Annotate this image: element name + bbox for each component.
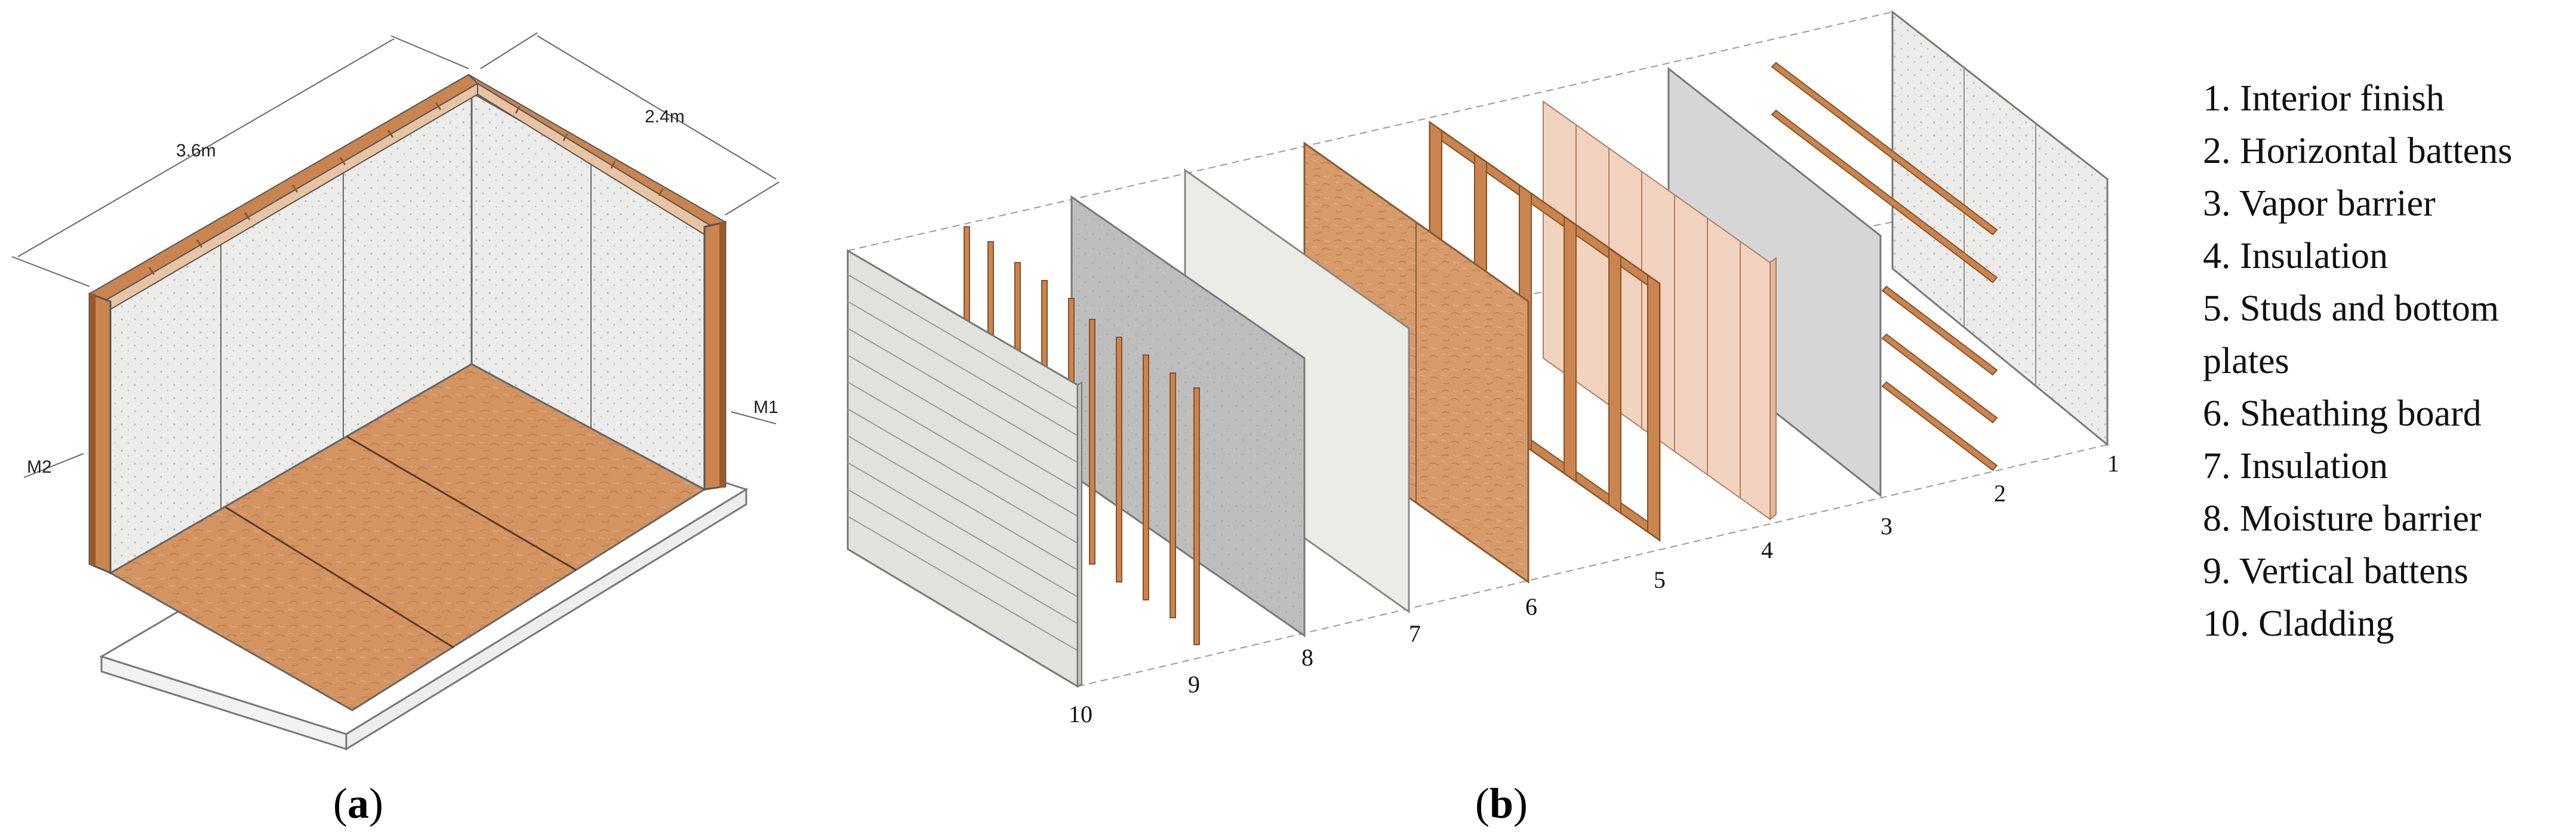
legend-item: 4. Insulation xyxy=(2203,236,2388,276)
layer-number-6: 6 xyxy=(1525,593,1537,620)
wall-end-right-layer xyxy=(719,222,725,488)
legend-item: 1. Interior finish xyxy=(2203,78,2445,119)
legend-item: 9. Vertical battens xyxy=(2203,551,2469,591)
layer-number-1: 1 xyxy=(2107,450,2119,477)
layer-2-horizontal-battens xyxy=(1771,61,1998,472)
layer-number-7: 7 xyxy=(1409,620,1421,647)
floor-seam-1 xyxy=(220,503,454,649)
legend-item: 3. Vapor barrier xyxy=(2203,183,2436,224)
base-slab-side xyxy=(345,488,747,751)
dimension-lines xyxy=(11,32,780,478)
marker-m2-label: M2 xyxy=(27,457,52,477)
legend: 1. Interior finish 2. Horizontal battens… xyxy=(2203,78,2512,644)
dimension-length-label: 3.6m xyxy=(176,141,216,161)
dimension-width-label: 2.4m xyxy=(645,107,685,127)
panel-b-caption: (b) xyxy=(1475,779,1528,827)
floor-seam-2 xyxy=(340,432,577,571)
layer-number-8: 8 xyxy=(1301,644,1313,671)
panel-a-room-model: 3.6m 2.4m M2 M1 (a) xyxy=(11,32,780,827)
layer-number-9: 9 xyxy=(1188,671,1200,698)
layer-number-2: 2 xyxy=(1994,480,2006,507)
legend-item: 8. Moisture barrier xyxy=(2203,498,2482,539)
wall-end-left-layer xyxy=(90,294,96,565)
layer-number-3: 3 xyxy=(1881,513,1892,540)
layer-number-10: 10 xyxy=(1069,701,1092,728)
layer-9-vertical-battens xyxy=(964,226,1200,645)
legend-item: 7. Insulation xyxy=(2203,446,2388,486)
panel-b-exploded-wall: 1 2 3 4 5 6 7 8 9 10 (b) xyxy=(847,10,2119,827)
marker-m1-label: M1 xyxy=(753,398,778,417)
legend-item: 10. Cladding xyxy=(2203,603,2394,644)
legend-item: 5. Studs and bottom xyxy=(2203,288,2499,329)
legend-item: 6. Sheathing board xyxy=(2203,393,2482,434)
legend-item: 2. Horizontal battens xyxy=(2203,131,2512,171)
top-edge-studs xyxy=(148,102,664,275)
layer-number-5: 5 xyxy=(1654,566,1666,593)
layer-1-interior-finish xyxy=(1891,10,2109,447)
legend-item: plates xyxy=(2203,341,2289,381)
layer-number-4: 4 xyxy=(1761,537,1773,563)
layer-10-cladding xyxy=(847,249,1082,688)
panel-a-caption: (a) xyxy=(333,779,383,827)
